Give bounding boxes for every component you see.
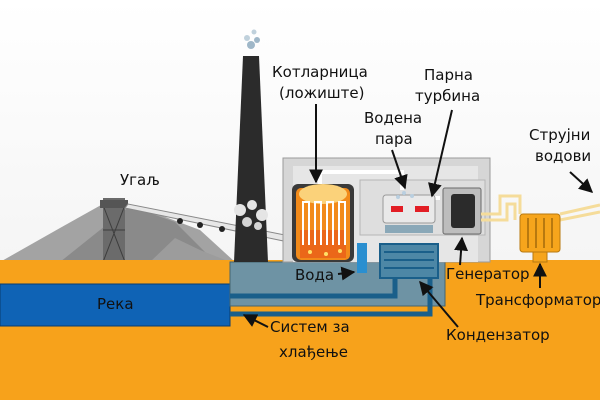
generator — [442, 187, 482, 235]
river-label: Река — [97, 295, 134, 313]
steam-label: Водена — [364, 109, 422, 127]
generator-label: Генератор — [446, 265, 530, 283]
power-lines-label-sub: водови — [535, 147, 591, 165]
condenser — [379, 243, 439, 279]
transformer — [519, 213, 561, 263]
chimney — [234, 29, 268, 262]
boiler-label-sub: (ложиште) — [279, 84, 364, 102]
boiler-label: Котларница — [272, 63, 368, 81]
cooling-arrow — [242, 314, 269, 328]
steam-arrow — [391, 149, 408, 190]
boiler — [292, 184, 354, 262]
river: Река — [0, 283, 231, 327]
cooling-label: Систем за — [270, 318, 350, 336]
power-wires — [481, 194, 600, 222]
condenser-label: Кондензатор — [446, 326, 550, 344]
steam-turbine — [382, 191, 436, 233]
water-arrow — [337, 266, 356, 281]
water-label: Вода — [295, 266, 334, 284]
water-column — [357, 243, 367, 273]
generator-arrow — [454, 236, 469, 266]
label-arrows — [242, 104, 594, 328]
turbine-label-sub: турбина — [415, 87, 480, 105]
power-lines-arrow — [569, 171, 594, 193]
turbine-arrow — [428, 109, 453, 198]
coal-label: Угаљ — [120, 171, 160, 189]
power-lines-label: Струјни — [529, 126, 590, 144]
condenser-arrow — [419, 280, 459, 328]
transformer-label: Трансформатор — [475, 291, 600, 309]
steam-label-sub: пара — [375, 130, 413, 148]
turbine-label: Парна — [424, 66, 473, 84]
cooling-label-sub: хлађење — [279, 343, 348, 361]
